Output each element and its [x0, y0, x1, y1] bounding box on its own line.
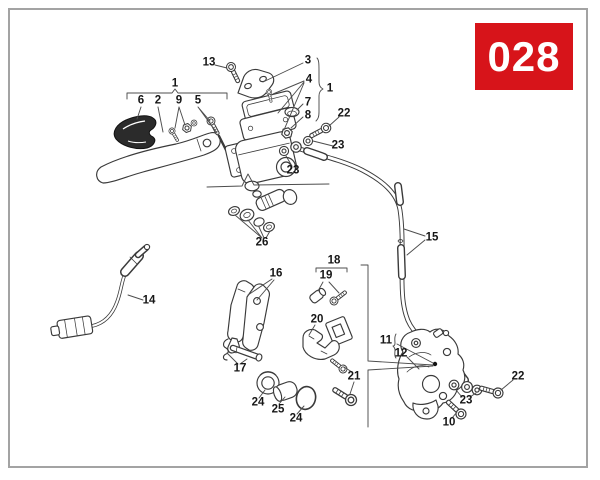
callout-3-1: 3 [304, 54, 312, 67]
page-number-badge: 028 [475, 23, 573, 90]
page-number: 028 [487, 32, 561, 80]
bleed-screw [327, 288, 349, 308]
pivot-bolt [167, 126, 181, 144]
pivot-nut [181, 122, 193, 134]
callout-18-18: 18 [327, 254, 341, 267]
leader-lines [126, 57, 514, 428]
callout-20-20: 20 [310, 313, 324, 326]
callout-16-17: 16 [269, 267, 283, 280]
callout-9-12: 9 [175, 94, 183, 107]
brake-pads [227, 280, 270, 354]
master-cylinder-body [224, 131, 297, 198]
master-cylinder-group [224, 60, 333, 198]
lever-boot [113, 115, 157, 150]
washer-23-left [278, 145, 290, 157]
brake-switch [120, 243, 151, 277]
callout-24-25: 24 [289, 412, 303, 425]
callout-19-19: 19 [319, 269, 333, 282]
callout-22-29: 22 [511, 370, 525, 383]
callout-12-27: 12 [394, 347, 408, 360]
callout-1-9: 1 [171, 77, 179, 90]
pad-pin-group [222, 338, 263, 362]
sensor-cable [50, 243, 151, 339]
callout-17-21: 17 [233, 362, 247, 375]
callout-14-16: 14 [142, 294, 156, 307]
brake-caliper-group [397, 328, 505, 422]
callout-22-6: 22 [337, 107, 351, 120]
callout-23-28: 23 [459, 394, 473, 407]
callout-8-5: 8 [304, 109, 312, 122]
pivot-washer [190, 119, 198, 127]
callout-4-2: 4 [305, 73, 313, 86]
callout-23-8: 23 [286, 164, 300, 177]
piston-seal-group [256, 371, 317, 411]
reference-dot [432, 361, 438, 367]
callout-7-4: 7 [304, 96, 312, 109]
callout-25-24: 25 [271, 403, 285, 416]
callout-1-3: 1 [326, 82, 334, 95]
callout-10-30: 10 [442, 416, 456, 429]
callout-2-11: 2 [154, 94, 162, 107]
callout-15-15: 15 [425, 231, 439, 244]
callout-26-14: 26 [255, 236, 269, 249]
brake-lever-group [96, 115, 228, 184]
callout-24-23: 24 [251, 396, 265, 409]
brake-lever [96, 132, 221, 184]
cable-connector [50, 315, 94, 339]
pad-spring-group [302, 316, 353, 360]
repair-kit-26 [227, 188, 298, 233]
clamp-screw-13 [224, 60, 244, 85]
callout-23-7: 23 [331, 139, 345, 152]
page-border [8, 8, 588, 468]
banjo-bolt-22-bottom [477, 382, 505, 400]
washer-23-bottom-a [448, 379, 460, 391]
callout-11-26: 11 [379, 334, 393, 347]
caliper-body [397, 328, 466, 412]
callout-13-0: 13 [202, 56, 216, 69]
callout-5-13: 5 [194, 94, 202, 107]
bleed-screw-group [309, 287, 349, 308]
callout-21-22: 21 [347, 370, 361, 383]
washer-23-top [302, 135, 314, 147]
callout-6-10: 6 [137, 94, 145, 107]
